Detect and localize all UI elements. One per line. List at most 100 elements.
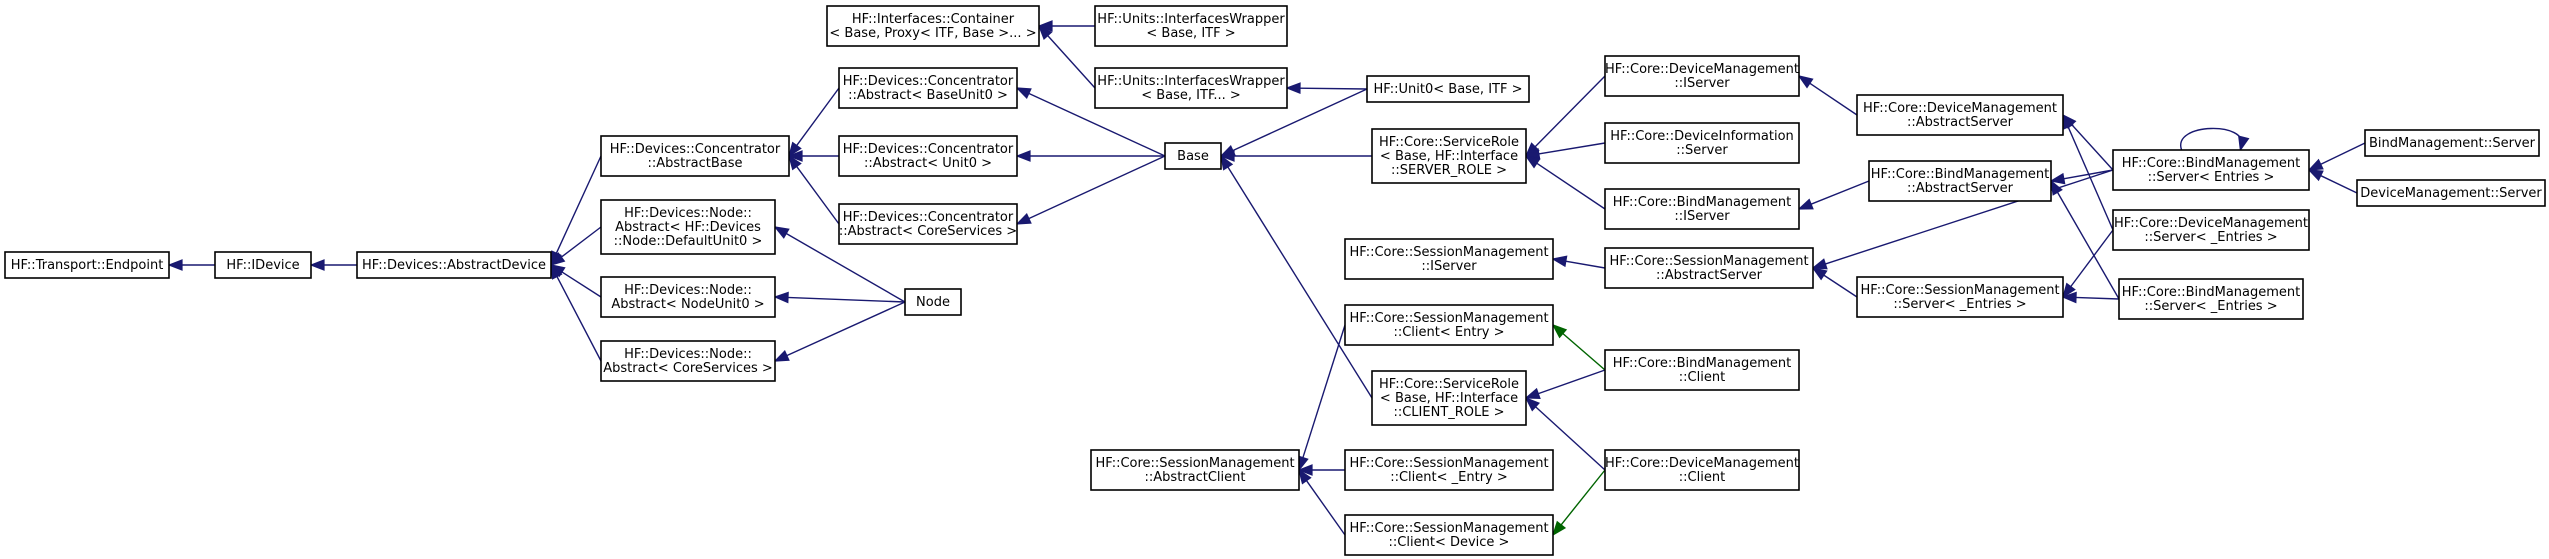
edge-node_abs_nodeunit-to-abstract_device — [549, 264, 602, 298]
class-node-bindmgmt-abstract-server[interactable]: HF::Core::BindManagement::AbstractServer — [1868, 160, 2052, 202]
class-label-line: DeviceManagement::Server — [2360, 186, 2542, 201]
class-node-service-role-server[interactable]: HF::Core::ServiceRole< Base, HF::Interfa… — [1371, 128, 1527, 184]
class-node-bindmgmt-iserver[interactable]: HF::Core::BindManagement::IServer — [1604, 188, 1800, 230]
class-node-endpoint[interactable]: HF::Transport::Endpoint — [4, 251, 170, 279]
class-node-base[interactable]: Base — [1164, 142, 1222, 170]
class-label-line: HF::Core::BindManagement — [1613, 195, 1792, 210]
class-box — [600, 340, 776, 382]
class-node-unit0-base[interactable]: HF::Unit0< Base, ITF > — [1366, 75, 1530, 103]
class-label-line: HF::Core::DeviceManagement — [1863, 101, 2057, 116]
edge-bindmgmt_server_uentries-to-bindmgmt_abstract_server — [2050, 179, 2120, 300]
class-box — [1094, 5, 1288, 47]
class-label-line: HF::IDevice — [226, 258, 299, 273]
edge-line — [786, 296, 906, 303]
edge-line — [1561, 332, 1606, 371]
class-node-sessmgmt-abstract-server[interactable]: HF::Core::SessionManagement::AbstractSer… — [1604, 247, 1814, 289]
class-label-line: ::Abstract< Unit0 > — [864, 156, 992, 171]
class-node-devmgmt-abstract-server[interactable]: HF::Core::DeviceManagement::AbstractServ… — [1856, 94, 2064, 136]
class-node-abstract-device[interactable]: HF::Devices::AbstractDevice — [356, 251, 552, 279]
class-label-line: ::Client< _Entry > — [1390, 470, 1508, 485]
edge-sessmgmt_server_entries-to-sessmgmt_abstract_server — [1811, 267, 1858, 298]
class-label-line: ::AbstractBase — [648, 156, 743, 171]
class-node-bindmgmt-server-uentries[interactable]: HF::Core::BindManagement::Server< _Entri… — [2118, 278, 2304, 320]
class-node-bindmanagement-server[interactable]: BindManagement::Server — [2364, 129, 2540, 157]
class-box — [838, 135, 1018, 177]
arrowhead — [1015, 212, 1032, 225]
class-node-sessmgmt-client-device[interactable]: HF::Core::SessionManagement::Client< Dev… — [1344, 514, 1554, 556]
class-node-node-abs-default[interactable]: HF::Devices::Node::Abstract< HF::Devices… — [600, 199, 776, 255]
class-node-bindmgmt-server-entries[interactable]: HF::Core::BindManagement::Server< Entrie… — [2112, 149, 2310, 191]
class-label-line: HF::Devices::Concentrator — [610, 142, 781, 157]
class-node-devmgmt-client[interactable]: HF::Core::DeviceManagement::Client — [1604, 449, 1800, 491]
class-label-line: HF::Core::DeviceManagement — [2114, 216, 2308, 231]
class-label-line: HF::Core::ServiceRole — [1379, 377, 1519, 392]
class-label-line: HF::Core::BindManagement — [1613, 356, 1792, 371]
class-node-sessmgmt-client-uentry[interactable]: HF::Core::SessionManagement::Client< _En… — [1344, 449, 1554, 491]
edge-line — [1824, 169, 2114, 265]
class-box — [600, 276, 776, 318]
edge-bindmanagement_server-to-bindmgmt_server_entries — [2307, 142, 2366, 171]
edge-line — [2180, 127, 2242, 151]
class-node-interfaces-container[interactable]: HF::Interfaces::Container< Base, Proxy< … — [826, 5, 1040, 47]
class-label-line: HF::Devices::Concentrator — [843, 142, 1014, 157]
class-node-node[interactable]: Node — [904, 288, 962, 316]
class-node-conc-abstract-base[interactable]: HF::Devices::Concentrator::AbstractBase — [600, 135, 790, 177]
arrowhead — [1811, 267, 1828, 281]
arrowhead — [787, 150, 803, 162]
class-node-idevice[interactable]: HF::IDevice — [214, 251, 312, 279]
class-box — [2364, 129, 2540, 157]
edge-line — [2067, 125, 2114, 231]
class-box — [1371, 370, 1527, 426]
class-node-sessmgmt-abstract-client[interactable]: HF::Core::SessionManagement::AbstractCli… — [1090, 449, 1300, 491]
edge-layer — [167, 20, 2366, 537]
class-node-conc-abs-core[interactable]: HF::Devices::Concentrator::Abstract< Cor… — [838, 203, 1018, 245]
edge-line — [1298, 87, 1368, 90]
class-label-line: HF::Devices::Concentrator — [843, 210, 1014, 225]
edge-devmgmt_client-to-sessmgmt_client_device — [1551, 469, 1606, 537]
class-node-sessmgmt-client-entry[interactable]: HF::Core::SessionManagement::Client< Ent… — [1344, 304, 1554, 346]
class-node-units-wrapper-dots[interactable]: HF::Units::InterfacesWrapper< Base, ITF.… — [1094, 67, 1288, 109]
class-box — [1094, 67, 1288, 109]
class-label-line: HF::Core::BindManagement — [1871, 167, 2050, 182]
class-node-devmgmt-server-entries[interactable]: HF::Core::DeviceManagement::Server< _Ent… — [2112, 209, 2310, 251]
edge-line — [785, 301, 906, 357]
edge-base-to-conc_abs_unit0 — [1015, 150, 1165, 162]
class-node-conc-abs-baseunit[interactable]: HF::Devices::Concentrator::Abstract< Bas… — [838, 67, 1018, 109]
class-node-sessmgmt-server-entries[interactable]: HF::Core::SessionManagement::Server< _En… — [1856, 276, 2064, 318]
arrowhead — [549, 252, 566, 267]
edge-devicemanagement_server-to-bindmgmt_server_entries — [2307, 169, 2358, 194]
class-node-bindmgmt-client[interactable]: HF::Core::BindManagement::Client — [1604, 349, 1800, 391]
edge-line — [1564, 260, 1606, 269]
class-box — [1868, 160, 2052, 202]
class-node-devmgmt-iserver[interactable]: HF::Core::DeviceManagement::IServer — [1604, 55, 1800, 97]
class-label-line: HF::Core::BindManagement — [2122, 156, 2301, 171]
class-label-line: ::IServer — [1421, 259, 1477, 274]
class-node-service-role-client[interactable]: HF::Core::ServiceRole< Base, HF::Interfa… — [1371, 370, 1527, 426]
class-box — [1856, 94, 2064, 136]
edge-bindmgmt_server_entries-to-sessmgmt_abstract_server — [1811, 169, 2114, 270]
class-label-line: < Base, ITF... > — [1141, 88, 1241, 103]
class-label-line: ::Client — [1679, 470, 1725, 485]
class-label-line: HF::Devices::AbstractDevice — [362, 258, 546, 273]
class-label-line: < Base, Proxy< ITF, Base >... > — [829, 26, 1036, 41]
class-node-devicemanagement-server[interactable]: DeviceManagement::Server — [2356, 179, 2546, 207]
class-node-units-wrapper-base[interactable]: HF::Units::InterfacesWrapper< Base, ITF … — [1094, 5, 1288, 47]
edge-line — [795, 165, 840, 225]
class-node-conc-abs-unit0[interactable]: HF::Devices::Concentrator::Abstract< Uni… — [838, 135, 1018, 177]
class-label-line: HF::Devices::Node:: — [624, 283, 752, 298]
class-node-node-abs-nodeunit[interactable]: HF::Devices::Node::Abstract< NodeUnit0 > — [600, 276, 776, 318]
class-box — [904, 288, 962, 316]
class-label-line: ::Server< _Entries > — [2144, 230, 2277, 245]
class-node-devinfo-server[interactable]: HF::Core::DeviceInformation::Server — [1604, 122, 1800, 164]
edge-line — [2319, 142, 2366, 166]
class-node-node-abs-core[interactable]: HF::Devices::Node::Abstract< CoreService… — [600, 340, 776, 382]
class-box — [4, 251, 170, 279]
class-label-line: HF::Core::DeviceManagement — [1605, 456, 1799, 471]
edge-line — [1301, 324, 1346, 459]
class-label-line: Node — [916, 295, 950, 310]
class-label-line: HF::Units::InterfacesWrapper — [1097, 74, 1285, 89]
edge-node-to-node_abs_default — [773, 226, 906, 303]
class-node-sessmgmt-iserver[interactable]: HF::Core::SessionManagement::IServer — [1344, 238, 1554, 280]
arrowhead — [2062, 282, 2076, 299]
